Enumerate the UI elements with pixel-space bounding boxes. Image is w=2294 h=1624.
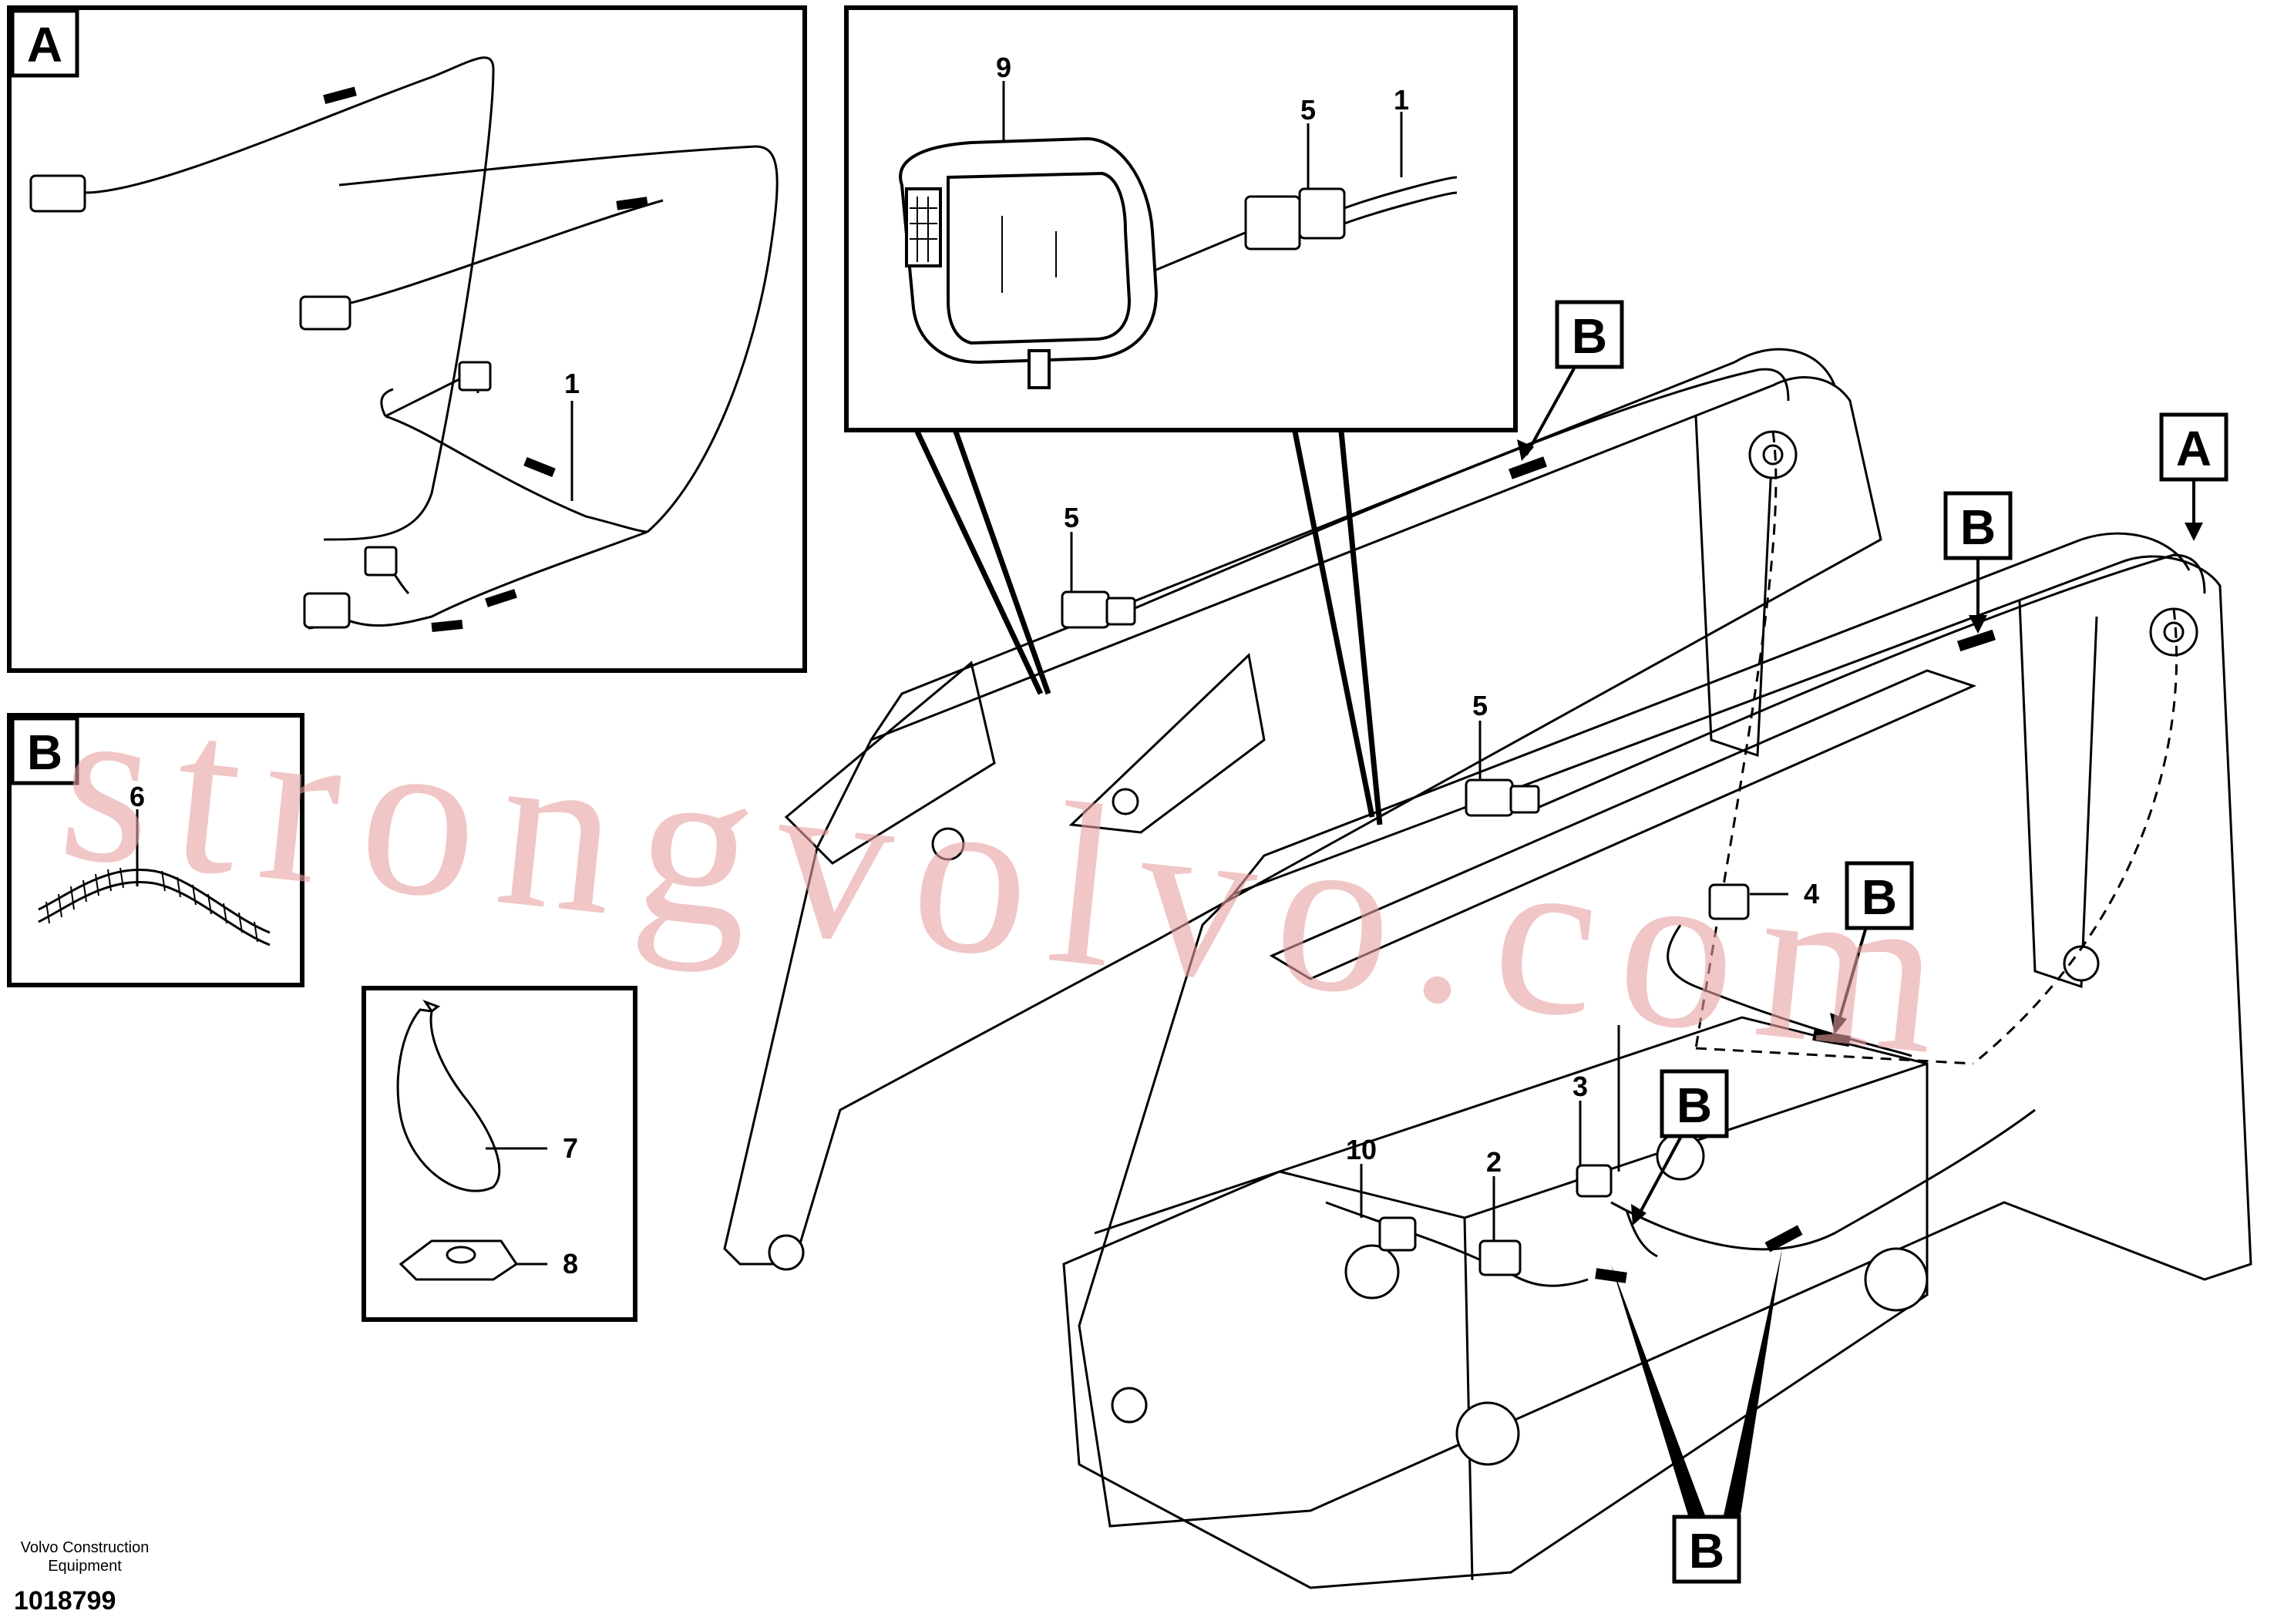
- spiral-wrap: [38, 869, 271, 946]
- callout-d-1: 1: [1394, 84, 1409, 116]
- callout-a-1: 1: [564, 368, 580, 399]
- callout-d-9: 9: [996, 52, 1011, 83]
- detail-panel-b: B 6: [7, 713, 304, 987]
- tag-main-a: A: [2176, 421, 2212, 476]
- panel-b-tag: B: [27, 725, 62, 780]
- footer-drawing-number: 1018799: [14, 1586, 116, 1616]
- lamp-cable: [1155, 230, 1250, 271]
- work-lamp: [899, 136, 1159, 389]
- tag-main-b5: B: [1689, 1523, 1724, 1579]
- tag-main-b3: B: [1862, 869, 1897, 925]
- detail-panel-c: 7 8: [362, 986, 637, 1322]
- harness-connectors-a: [29, 174, 492, 629]
- wire-sleeves-a: [323, 86, 648, 633]
- chain-lines: [1694, 431, 2178, 1065]
- machine-sleeves: [1509, 456, 1996, 1283]
- callout-main-4: 4: [1804, 878, 1819, 910]
- tag-main-b1: B: [1572, 308, 1607, 364]
- detail-panel-d: 9 5 1: [844, 5, 1518, 432]
- callout-main-10: 10: [1346, 1134, 1377, 1165]
- callout-d-5: 5: [1300, 94, 1316, 126]
- callout-c-7: 7: [563, 1132, 578, 1164]
- cable-tie: [396, 999, 501, 1192]
- wire-harness-a: [84, 56, 779, 630]
- panel-a-tag: A: [27, 17, 62, 72]
- callout-main-2: 2: [1486, 1146, 1502, 1178]
- footer-company-line1: Volvo Construction: [21, 1539, 150, 1556]
- tag-main-b4: B: [1677, 1078, 1712, 1133]
- spiral-wrap-turns: [45, 867, 258, 943]
- lamp-pointers: [914, 430, 1383, 825]
- lamp-connector: [1244, 187, 1346, 250]
- footer-company-line2: Equipment: [48, 1558, 122, 1575]
- pivot-pins: [768, 430, 2198, 1466]
- watermark: strongvolvo.com: [50, 651, 1974, 1105]
- callout-main-5a: 5: [1064, 502, 1079, 533]
- main-detail-tags: B B A B B B: [1517, 300, 2228, 1584]
- detail-panel-a: A 1: [7, 5, 807, 673]
- machine-connectors: [1061, 590, 1750, 1276]
- callout-main-5b: 5: [1472, 690, 1488, 721]
- tie-base: [399, 1239, 519, 1281]
- harness-end: [1344, 176, 1458, 210]
- lamp-grid: [910, 197, 1057, 293]
- tag-main-b2: B: [1960, 499, 1996, 555]
- callout-b-6: 6: [130, 781, 145, 812]
- main-callouts: 5 5 4 3 10 2: [1064, 502, 1819, 1241]
- callout-c-8: 8: [563, 1248, 578, 1279]
- callout-main-3: 3: [1572, 1071, 1588, 1102]
